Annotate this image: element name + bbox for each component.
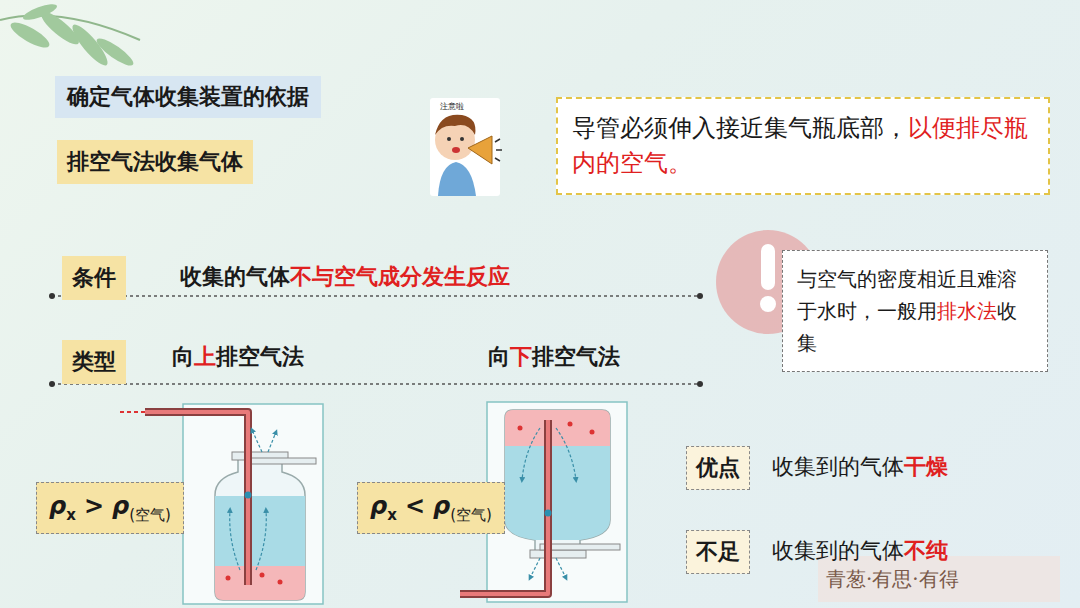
disadvantage-tag: 不足 [686, 530, 750, 574]
method-name-group: 向上排空气法 [172, 342, 304, 372]
watermark: 青葱·有思·有得 [826, 566, 959, 593]
method-name-group: 向下排空气法 [488, 342, 620, 372]
slide-title: 确定气体收集装置的依据 [55, 76, 321, 118]
box-text: 类型 [72, 349, 116, 374]
box-text: 优点 [696, 455, 740, 480]
advantage-text: 收集到的气体 [772, 452, 904, 482]
method-name: 向 [172, 342, 194, 372]
leaf-decoration [0, 1, 140, 69]
box-text: 排空气法收集气体 [67, 149, 243, 174]
speech-label-group: 注意啦 [440, 101, 464, 112]
highlight-text: 不纯 [904, 536, 948, 566]
disadvantage-text-group: 收集到的气体不纯 [772, 536, 948, 566]
disadvantage-text: 收集到的气体 [772, 536, 904, 566]
comparison-sign: < [405, 492, 425, 520]
rule-line [52, 296, 700, 384]
subscript: (空气) [450, 506, 492, 524]
density-symbol: ρ [370, 492, 387, 520]
method-name: 排空气法 [532, 342, 620, 372]
box-text: 条件 [72, 265, 116, 290]
comparison-sign: > [84, 492, 104, 520]
advantage-tag: 优点 [686, 446, 750, 490]
box-text: 不足 [696, 539, 740, 564]
density-symbol: ρ [112, 492, 129, 520]
subscript: x [66, 506, 76, 524]
type-tag: 类型 [62, 340, 126, 384]
box-text: 导管必须伸入接近集气瓶底部， [572, 114, 908, 142]
condition-text-group: 收集的气体不与空气成分发生反应 [180, 262, 510, 292]
highlight-text: 下 [510, 342, 532, 372]
tip-box: 与空气的密度相近且难溶于水时，一般用排水法收集 [782, 250, 1048, 372]
density-condition: ρx<ρ(空气) [357, 482, 505, 534]
note-callout: 导管必须伸入接近集气瓶底部，以便排尽瓶内的空气。 [556, 97, 1050, 195]
speech-label: 注意啦 [440, 101, 464, 112]
subscript: x [387, 506, 397, 524]
rule-dot [49, 293, 703, 387]
watermark-group: 青葱·有思·有得 [826, 566, 959, 593]
condition-text: 收集的气体 [180, 262, 290, 292]
density-condition: ρx>ρ(空气) [36, 482, 184, 534]
advantage-text-group: 收集到的气体干燥 [772, 452, 948, 482]
cartoon-boy [430, 98, 502, 196]
density-symbol: ρ [433, 492, 450, 520]
method-name: 向 [488, 342, 510, 372]
highlight-text: 不与空气成分发生反应 [290, 262, 510, 292]
subtitle-tag: 排空气法收集气体 [57, 140, 253, 184]
highlight-text: 上 [194, 342, 216, 372]
highlight-text: 干燥 [904, 452, 948, 482]
condition-tag: 条件 [62, 256, 126, 300]
highlight-text: 排水法 [937, 299, 997, 323]
density-symbol: ρ [49, 492, 66, 520]
subscript: (空气) [129, 506, 171, 524]
method-name: 排空气法 [216, 342, 304, 372]
